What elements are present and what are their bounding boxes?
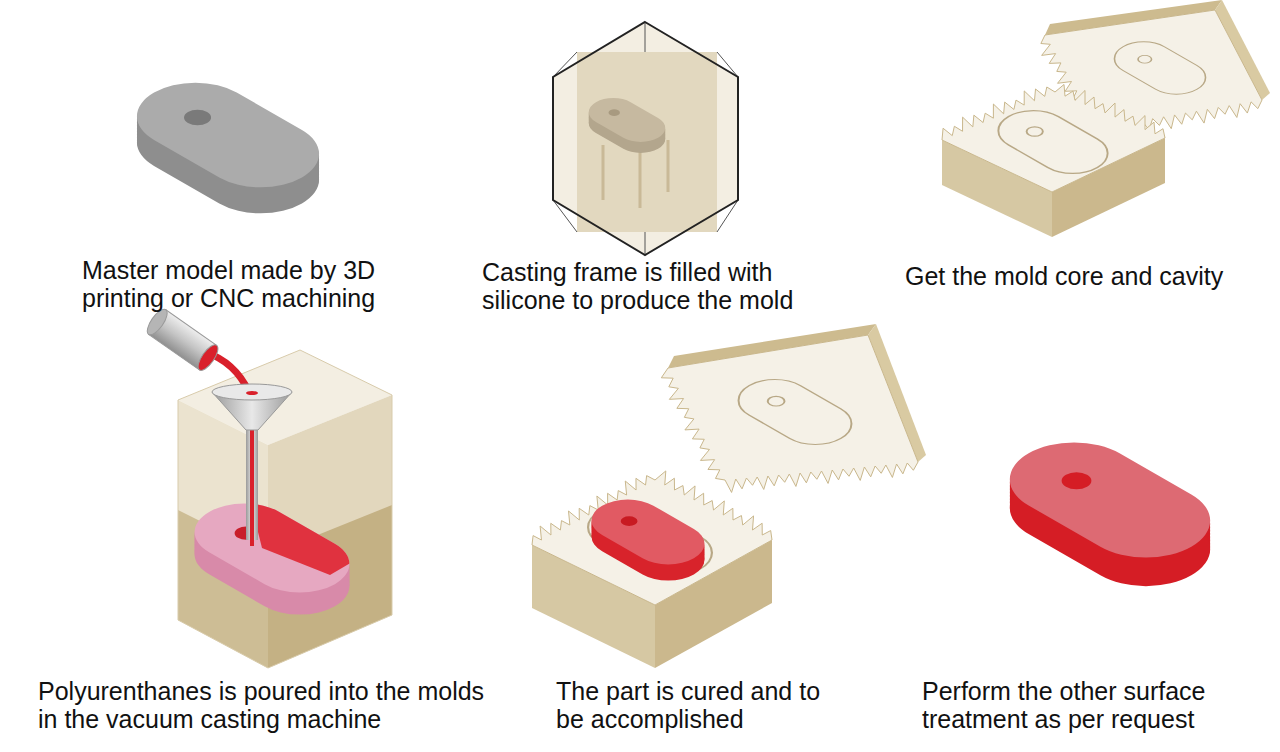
finished-part (1055, 469, 1097, 493)
master-model (113, 69, 344, 228)
casting-frame (645, 22, 646, 52)
step-caption: Get the mold core and cavity (905, 262, 1270, 290)
step-caption: Casting frame is filled with silicone to… (482, 258, 842, 314)
casting-frame (639, 152, 642, 208)
mold-core (942, 84, 1165, 237)
casting-frame (606, 108, 622, 117)
part-impression (1102, 35, 1217, 101)
mold-cavity (661, 324, 926, 492)
step-caption: Perform the other surface treatment as p… (922, 677, 1257, 733)
cured-part (577, 491, 720, 573)
casting-frame (667, 140, 670, 192)
casting-frame (717, 52, 738, 77)
pouring-funnel (250, 428, 254, 546)
master-model (178, 107, 216, 129)
finished-part (983, 427, 1237, 601)
casting-frame (579, 92, 676, 159)
mold-core (532, 471, 772, 668)
part-impression (1023, 125, 1046, 138)
part-impression (984, 102, 1122, 182)
casting-frame (577, 52, 717, 232)
casting-frame (553, 200, 577, 232)
step-caption: Master model made by 3D printing or CNC … (82, 256, 462, 312)
casting-frame (553, 22, 738, 255)
step-caption: The part is cured and to be accomplished (556, 677, 836, 733)
pouring-funnel (212, 384, 292, 400)
vacuum-casting-mold (250, 488, 390, 575)
vacuum-casting-mold (174, 350, 392, 668)
casting-frame (553, 22, 738, 255)
casting-frame (602, 145, 605, 200)
pouring-funnel (205, 352, 292, 546)
casting-frame (579, 92, 676, 148)
vacuum-casting-mold (178, 350, 392, 668)
master-model (113, 69, 344, 202)
part-impression (724, 371, 867, 453)
pouring-funnel (246, 391, 258, 395)
casting-frame (717, 200, 738, 232)
silicone-face (942, 84, 1165, 192)
step-caption: Polyurenthanes is poured into the molds … (38, 677, 508, 733)
cured-part (617, 514, 641, 528)
part-impression (764, 394, 788, 408)
casting-frame (553, 22, 738, 255)
silicone-face (661, 335, 918, 492)
cured-part (577, 491, 720, 589)
part-impression (1135, 54, 1154, 65)
part-impression (1102, 35, 1217, 101)
casting-frame (645, 232, 646, 255)
silicone-face (532, 471, 772, 605)
resin-cup (144, 306, 222, 373)
finished-part (983, 427, 1237, 573)
part-impression (724, 371, 867, 453)
part-impression (984, 102, 1122, 182)
resin-cup (195, 342, 222, 373)
